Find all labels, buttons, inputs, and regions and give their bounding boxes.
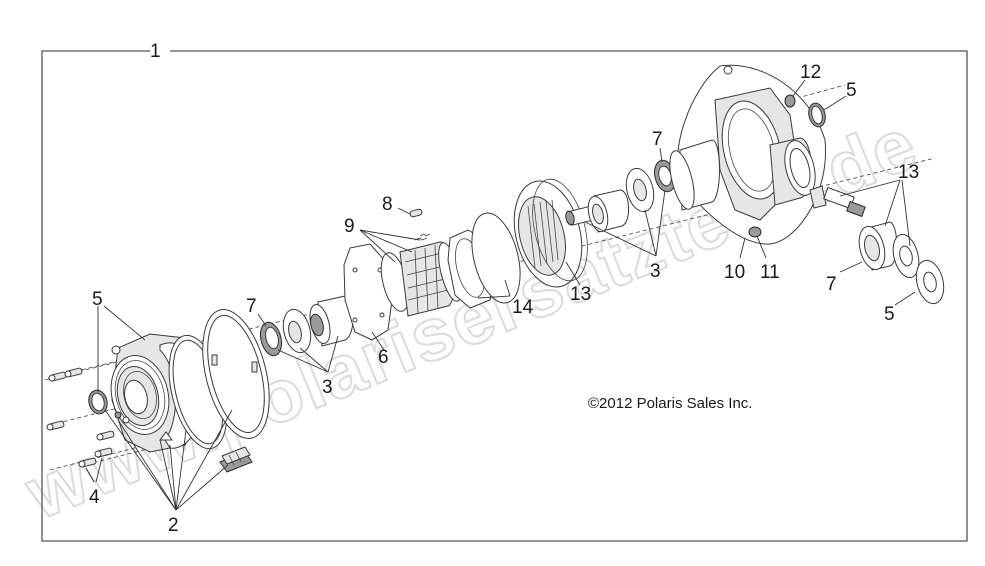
callout-5[interactable]: 5 [884, 304, 895, 325]
callout-12[interactable]: 12 [800, 62, 821, 83]
callout-14[interactable]: 14 [512, 297, 534, 318]
callout-13[interactable]: 13 [898, 162, 919, 183]
screw [46, 420, 65, 431]
callout-11[interactable]: 11 [760, 262, 780, 283]
callout-7[interactable]: 7 [246, 296, 257, 317]
output-shaft [809, 185, 866, 218]
callout-10[interactable]: 10 [724, 262, 745, 283]
bearing-right [858, 221, 898, 271]
screw [78, 457, 97, 468]
frame-border [41, 50, 968, 542]
main-housing [669, 64, 827, 245]
connector [219, 446, 253, 473]
leader-lines [85, 79, 916, 511]
callout-5[interactable]: 5 [92, 289, 103, 310]
copyright-notice: ©2012 Polaris Sales Inc. [588, 395, 752, 412]
callout-1[interactable]: 1 [150, 41, 161, 62]
callout-7[interactable]: 7 [652, 129, 663, 150]
screw [64, 367, 83, 378]
screw [48, 371, 67, 382]
bearing-cone [587, 189, 629, 233]
seal-right-bottom [915, 259, 945, 305]
seal-right-top [808, 102, 826, 128]
callout-8[interactable]: 8 [382, 194, 393, 215]
armature-ring [471, 212, 521, 304]
springs [414, 233, 431, 241]
retaining-ring [202, 309, 270, 439]
screw [96, 430, 115, 441]
callout-5[interactable]: 5 [846, 80, 857, 101]
assembly-frame: 1 [41, 41, 968, 542]
vent-plug [784, 94, 796, 108]
bearing-left [259, 321, 283, 357]
pin [409, 208, 423, 218]
snap-ring [892, 233, 920, 279]
callout-3[interactable]: 3 [322, 377, 333, 398]
callout-13[interactable]: 13 [570, 284, 591, 305]
screws [46, 367, 115, 468]
callout-6[interactable]: 6 [378, 347, 389, 368]
screw [94, 447, 113, 458]
shim-washer-left [282, 308, 312, 354]
pinion-hub [309, 295, 354, 347]
drain-plug [748, 226, 762, 238]
callout-7[interactable]: 7 [826, 274, 837, 295]
plate [343, 243, 393, 341]
callout-3[interactable]: 3 [650, 261, 661, 282]
callout-9[interactable]: 9 [344, 216, 355, 237]
shim-washer-right [625, 167, 655, 213]
callout-4[interactable]: 4 [89, 487, 100, 508]
callout-2[interactable]: 2 [168, 515, 179, 536]
seal-left [88, 389, 108, 415]
ring-gear [513, 178, 588, 288]
callout-labels: 2 3 3 4 5 5 5 6 7 7 7 8 9 10 11 12 13 13… [89, 62, 919, 536]
